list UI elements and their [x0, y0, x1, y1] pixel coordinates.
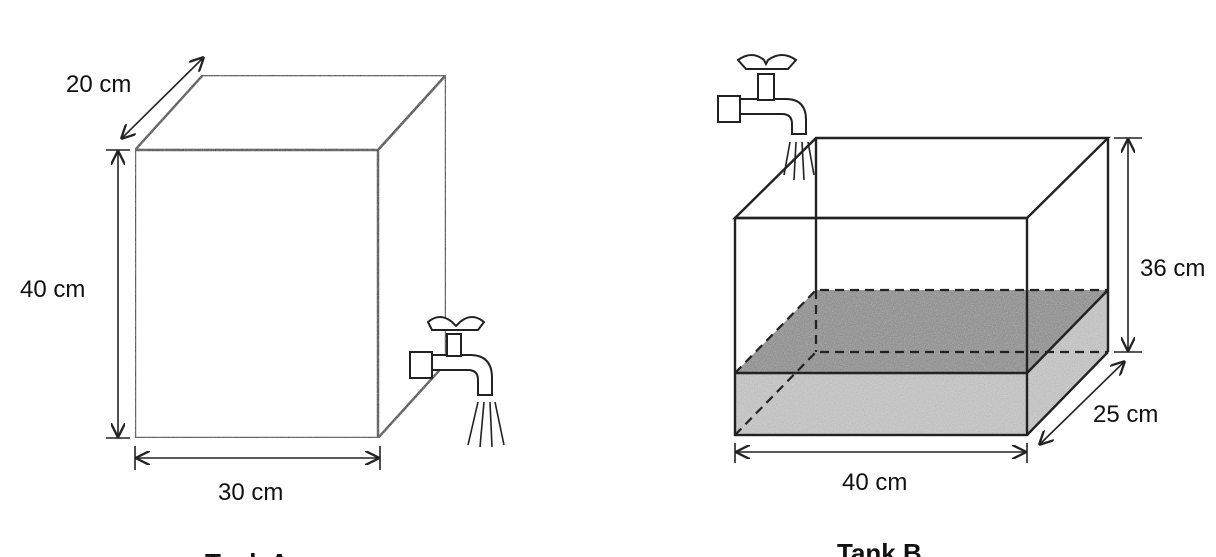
- tank-b-water-back-edges: [734, 288, 1108, 374]
- tank-a-tap-icon: [409, 316, 505, 448]
- tank-b-tap-icon: [717, 54, 815, 181]
- tank-b-width-label: 40 cm: [842, 469, 907, 496]
- tank-b-hidden-edges: [734, 350, 1108, 436]
- tank-a-caption: Tank A: [205, 548, 289, 557]
- tank-b: 36 cm 25 cm 40 cm Tank B: [717, 54, 1205, 557]
- tank-b-water-front: [735, 373, 1027, 435]
- tank-b-height-label: 36 cm: [1140, 255, 1205, 282]
- tank-b-caption: Tank B: [837, 538, 922, 557]
- tank-a-side-face: [376, 71, 448, 442]
- tank-a: 20 cm 40 cm 30 cm Tank A: [20, 58, 505, 557]
- tank-a-depth-arrow: [122, 58, 203, 138]
- tank-b-front-frame: [733, 216, 1029, 437]
- tank-b-depth-label: 25 cm: [1093, 401, 1158, 428]
- tank-a-width-label: 30 cm: [218, 479, 283, 506]
- tank-b-top-rim: [732, 136, 1111, 220]
- tank-a-height-label: 40 cm: [20, 276, 85, 303]
- tank-a-top-face: [132, 73, 449, 152]
- tank-a-front-face: [133, 148, 380, 440]
- tank-b-depth-arrow: [1040, 362, 1124, 444]
- tank-a-depth-label: 20 cm: [66, 71, 131, 98]
- tank-b-water-side-line: [1026, 289, 1109, 374]
